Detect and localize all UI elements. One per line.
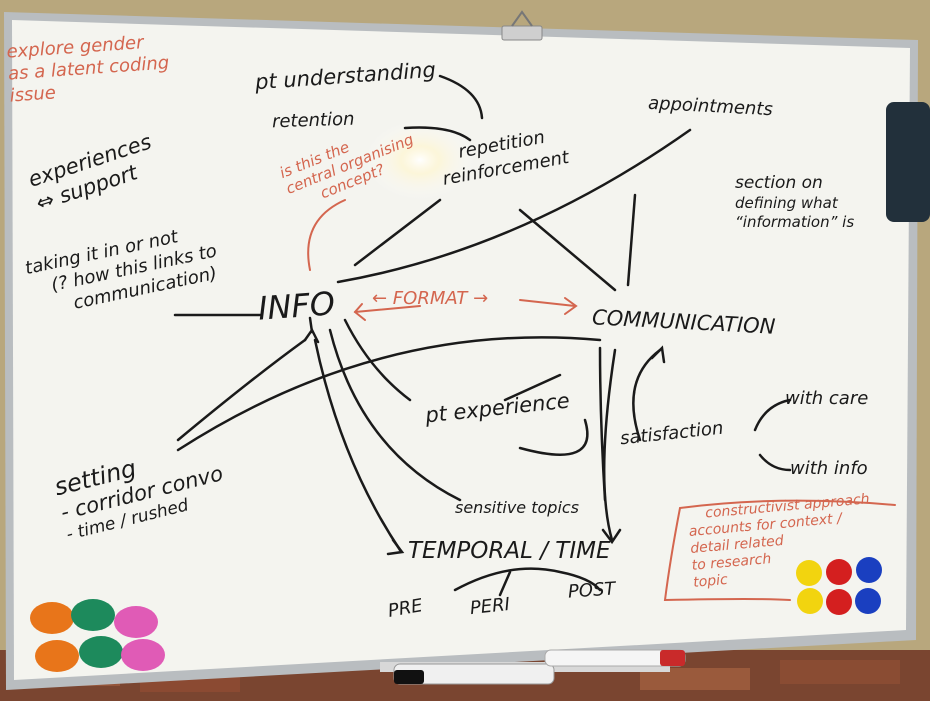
magnet-orange [35,640,79,672]
light-glare [365,120,475,200]
magnet-yellow [797,588,823,614]
magnets-right [796,557,882,615]
label-peri: PERI [468,593,511,620]
magnet-blue [855,588,881,614]
note-sensitive-topics: sensitive topics [455,498,580,517]
note-line: “information” is [735,213,855,231]
note-with-info: with info [790,458,868,479]
eraser [886,102,930,222]
node-info: INFO [256,284,337,328]
label-format: ← FORMAT → [372,288,489,309]
magnet-red [826,559,852,585]
node-temporal-time: TEMPORAL / TIME [408,538,611,564]
magnet-orange [30,602,74,634]
note-section-defining: section on defining what “information” i… [735,175,854,230]
note-explore-gender: explore gender as a latent coding issue [6,32,171,106]
board-surface [12,20,910,680]
magnet-red [826,589,852,615]
note-constructivist: constructivist approach accounts for con… [687,491,876,591]
note-with-care: with care [785,388,869,409]
top-clip [501,10,543,41]
magnet-green [79,636,123,668]
note-line: defining what [735,194,838,212]
label-post: POST [567,578,617,603]
magnet-green [71,599,115,631]
magnet-pink [121,639,165,671]
connector-lines [173,74,792,597]
magnet-pink [114,606,158,638]
magnet-yellow [796,560,822,586]
magnet-blue [856,557,882,583]
magnets-left [30,599,165,672]
note-retention: retention [271,108,355,133]
arrowheads [303,327,666,556]
note-line: section on [735,173,823,193]
red-connectors [307,199,896,602]
pen-tray [380,649,686,685]
